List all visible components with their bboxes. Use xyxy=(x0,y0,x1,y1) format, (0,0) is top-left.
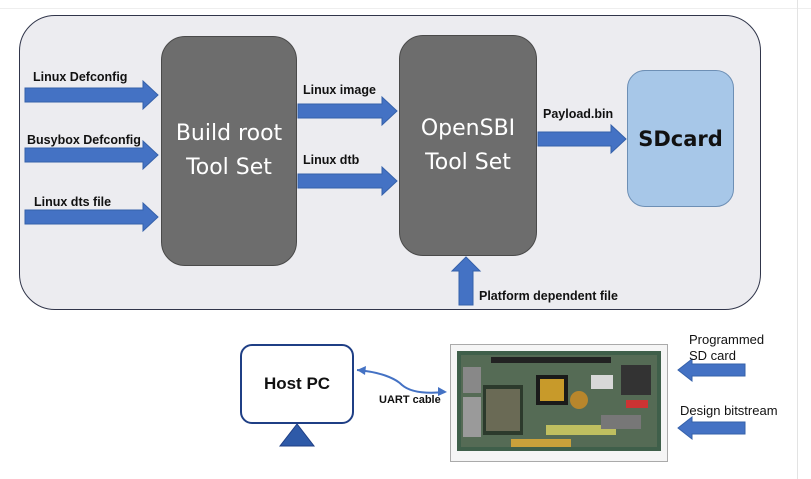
host-pc-stand xyxy=(278,423,316,447)
uart-cable-line xyxy=(356,369,446,394)
label-programmed-sd-card: Programmed SD card xyxy=(689,332,765,363)
buildroot-toolset-block: Build root Tool Set xyxy=(161,36,297,266)
label-payload-bin: Payload.bin xyxy=(543,107,614,121)
opensbi-toolset-block: OpenSBI Tool Set xyxy=(399,35,537,256)
label-linux-image: Linux image xyxy=(303,83,376,97)
label-linux-dts: Linux dts file xyxy=(34,195,112,209)
top-divider xyxy=(0,8,811,9)
label-platform-dependent-file: Platform dependent file xyxy=(479,289,618,303)
arrow-linux-dts xyxy=(24,201,159,233)
arrow-design-bitstream xyxy=(677,415,746,441)
fpga-board-illustration xyxy=(457,351,661,451)
label-design-bitstream: Design bitstream xyxy=(680,403,778,418)
sdcard-block: SDcard xyxy=(627,70,734,207)
uart-arrowhead-left xyxy=(357,366,366,375)
arrow-programmed-sd xyxy=(677,357,746,383)
label-busybox-defconfig: Busybox Defconfig xyxy=(27,133,141,147)
arrow-platform-file xyxy=(450,256,482,306)
arrow-linux-defconfig xyxy=(24,79,159,111)
right-divider xyxy=(797,0,798,479)
fpga-board-image xyxy=(450,344,668,462)
label-linux-dtb: Linux dtb xyxy=(303,153,360,167)
host-pc-monitor: Host PC xyxy=(240,344,354,424)
uart-arrowhead-right xyxy=(438,387,447,396)
label-uart-cable: UART cable xyxy=(379,394,441,406)
label-linux-defconfig: Linux Defconfig xyxy=(33,70,128,84)
arrow-linux-image xyxy=(297,95,398,127)
arrow-busybox-defconfig xyxy=(24,139,159,171)
arrow-payload xyxy=(537,123,627,155)
arrow-linux-dtb xyxy=(297,165,398,197)
